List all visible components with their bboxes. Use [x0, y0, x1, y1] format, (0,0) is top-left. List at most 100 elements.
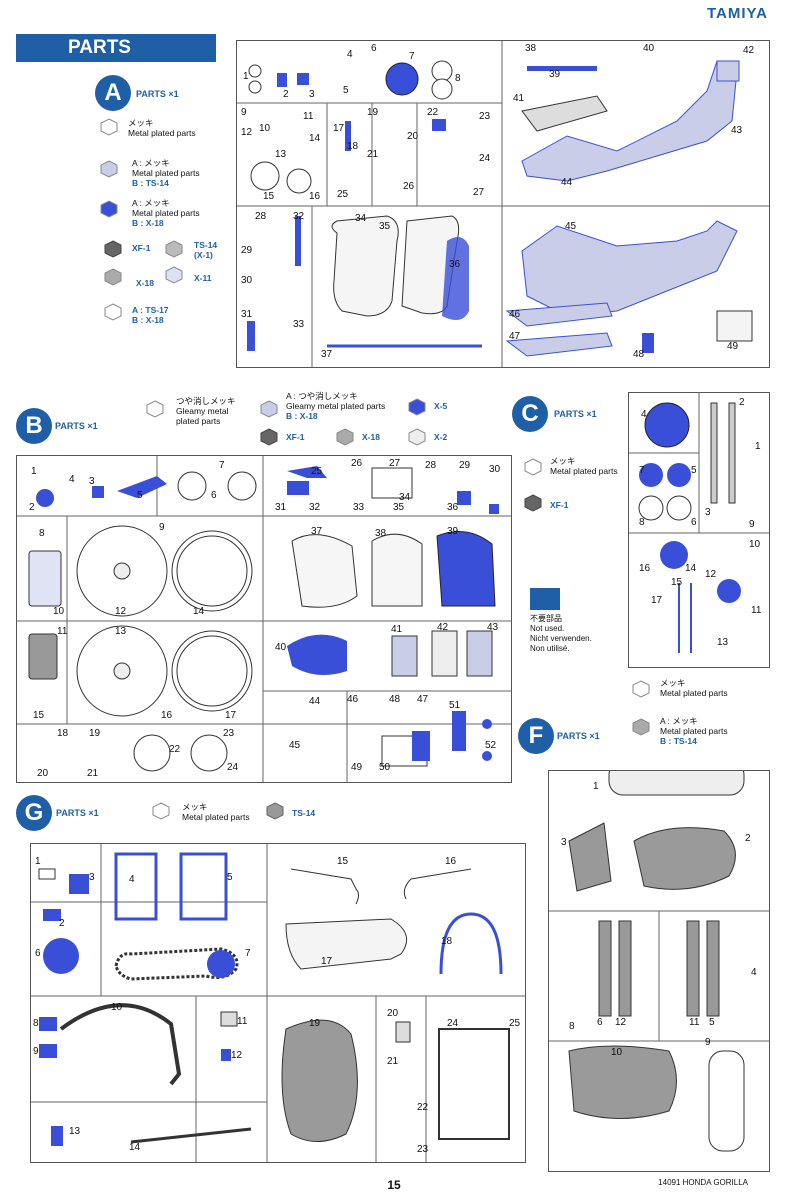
- part-c11-label: 11: [751, 605, 762, 616]
- part-c7-label: 7: [639, 465, 645, 476]
- cube-icon: [260, 428, 278, 446]
- part-b18-label: 18: [57, 728, 69, 739]
- part-b6-label: 6: [211, 490, 217, 501]
- part-b22-label: 22: [169, 744, 181, 755]
- part-c17-label: 17: [651, 595, 663, 606]
- part-c10-label: 10: [749, 539, 761, 550]
- section-f-badge: F: [518, 718, 554, 754]
- sprue-a-drawing: [237, 41, 769, 367]
- part-b39-label: 39: [447, 526, 459, 537]
- cube-icon: [524, 458, 542, 476]
- section-g-sprue: 1 2 3 4 5 6 7 8 9 10 11 12 13 14 15 16 1…: [30, 843, 526, 1163]
- part-a17-label: 17: [333, 123, 345, 134]
- part-b21-label: 21: [87, 768, 99, 779]
- part-a8-label: 8: [455, 73, 461, 84]
- footer-text: 14091 HONDA GORILLA: [658, 1178, 748, 1187]
- part-c9-label: 9: [749, 519, 755, 530]
- legend-a3-code: B : X-18: [132, 218, 164, 228]
- part-b16-label: 16: [161, 710, 173, 721]
- part-c5-label: 5: [691, 465, 697, 476]
- cube-icon: [104, 303, 122, 321]
- part-g6-label: 6: [35, 948, 41, 959]
- part-b5-label: 5: [137, 490, 143, 501]
- part-g17-label: 17: [321, 956, 333, 967]
- unused-swatch: [530, 588, 560, 610]
- part-g18-label: 18: [441, 936, 453, 947]
- part-a44-label: 44: [561, 177, 573, 188]
- legend-a1-en: Metal plated parts: [128, 128, 196, 138]
- part-f6-label: 6: [597, 1017, 603, 1028]
- cube-icon: [524, 494, 542, 512]
- legend-c2-code: XF-1: [550, 500, 569, 510]
- legend-b6-code: X-2: [434, 432, 448, 442]
- part-b4-label: 4: [69, 474, 75, 485]
- part-g3-label: 3: [89, 872, 95, 883]
- part-b8-label: 8: [39, 528, 45, 539]
- cube-icon: [632, 718, 650, 736]
- cube-icon: [266, 802, 284, 820]
- part-c4-label: 4: [641, 409, 647, 420]
- part-b2-label: 2: [29, 502, 35, 513]
- legend-a5-code: TS-14: [194, 240, 218, 250]
- part-c12-label: 12: [705, 569, 717, 580]
- legend-a2-jp: A : メッキ: [132, 158, 170, 168]
- legend-c1-en: Metal plated parts: [550, 466, 618, 476]
- section-g-badge: G: [16, 795, 52, 831]
- part-g19-label: 19: [309, 1018, 321, 1029]
- section-c-sprue: 4 2 1 7 5 8 6 3 16 14 10 12 15 17 11 13 …: [628, 392, 770, 668]
- unused-en2: Nicht verwenden.: [530, 634, 592, 643]
- part-b42-label: 42: [437, 622, 449, 633]
- legend-b1-en: Gleamy metal plated parts: [176, 406, 229, 426]
- part-b25-label: 25: [311, 466, 323, 477]
- section-b-sprue: 1 2 3 4 5 6 7 8 9 10 11 12 13 14 15 16 1…: [16, 455, 512, 783]
- legend-c1-jp: メッキ: [550, 456, 576, 466]
- unused-en1: Not used.: [530, 624, 565, 633]
- section-f-sprue: 1 2 3 4 5 6 8 9 10 11 12: [548, 770, 770, 1172]
- cube-icon: [165, 266, 183, 284]
- cube-icon: [104, 240, 122, 258]
- part-b45-label: 45: [289, 740, 301, 751]
- part-f9-label: 9: [705, 1037, 711, 1048]
- part-a18-label: 18: [347, 141, 359, 152]
- legend-a7-code: X-11: [194, 273, 212, 283]
- part-a25-label: 25: [337, 189, 349, 200]
- part-a9-label: 9: [241, 107, 247, 118]
- cube-icon: [408, 398, 426, 416]
- cube-icon: [336, 428, 354, 446]
- part-a24-label: 24: [479, 153, 491, 164]
- part-b32-label: 32: [309, 502, 321, 513]
- cube-icon: [260, 400, 278, 418]
- part-g4-label: 4: [129, 874, 135, 885]
- unused-jp: 不要部品: [530, 614, 562, 623]
- part-g25-label: 25: [509, 1018, 521, 1029]
- part-g21-label: 21: [387, 1056, 399, 1067]
- part-b33-label: 33: [353, 502, 365, 513]
- legend-a2-en: Metal plated parts: [132, 168, 200, 178]
- part-b20-label: 20: [37, 768, 49, 779]
- part-g24-label: 24: [447, 1018, 459, 1029]
- part-a39-label: 39: [549, 69, 561, 80]
- legend-a5-code2: (X-1): [194, 250, 213, 260]
- part-b36-label: 36: [447, 502, 459, 513]
- part-a47-label: 47: [509, 331, 521, 342]
- legend-a3-en: Metal plated parts: [132, 208, 200, 218]
- part-a22-label: 22: [427, 107, 439, 118]
- part-b1-label: 1: [31, 466, 37, 477]
- section-c-title: PARTS ×1: [554, 409, 597, 419]
- legend-c3-en: Metal plated parts: [660, 688, 728, 698]
- part-a46-label: 46: [509, 309, 521, 320]
- part-b28-label: 28: [425, 460, 437, 471]
- part-b50-label: 50: [379, 762, 391, 773]
- part-a41-label: 41: [513, 93, 525, 104]
- part-b41-label: 41: [391, 624, 403, 635]
- part-c3-label: 3: [705, 507, 711, 518]
- unused-en3: Non utilisé.: [530, 644, 570, 653]
- legend-b1-jp: つや消しメッキ: [176, 396, 236, 406]
- part-a1-label: 1: [243, 71, 249, 82]
- part-a48-label: 48: [633, 349, 645, 360]
- sprue-c-drawing: [629, 393, 769, 653]
- part-b7-label: 7: [219, 460, 225, 471]
- part-f3-label: 3: [561, 837, 567, 848]
- legend-f1-code: B : TS-14: [660, 736, 697, 746]
- section-c-badge: C: [512, 396, 548, 432]
